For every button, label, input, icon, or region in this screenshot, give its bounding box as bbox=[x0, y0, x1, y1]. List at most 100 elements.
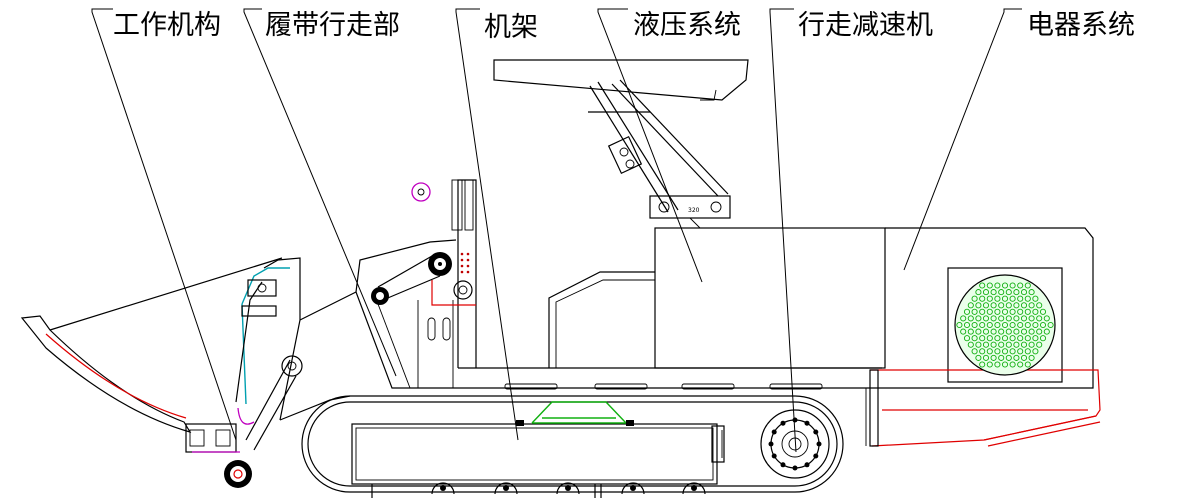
grille-hole bbox=[1005, 302, 1012, 309]
grille-hole bbox=[1017, 348, 1024, 355]
grille-hole bbox=[1032, 321, 1039, 329]
grille-hole bbox=[994, 308, 1001, 315]
grille-hole bbox=[990, 354, 997, 361]
machine-frame bbox=[355, 179, 1094, 390]
leader-frame bbox=[455, 8, 519, 441]
grille-hole bbox=[979, 348, 986, 355]
label-frame: 机架 bbox=[484, 12, 538, 43]
fan-grille bbox=[954, 274, 1056, 376]
grille-hole bbox=[1009, 308, 1016, 315]
grille-hole bbox=[982, 341, 990, 348]
grille-hole bbox=[1039, 335, 1047, 342]
grille-hole bbox=[998, 328, 1005, 335]
label-travel-reducer: 行走减速机 bbox=[798, 10, 933, 41]
grille-hole bbox=[975, 315, 982, 322]
grille-hole bbox=[1028, 341, 1035, 348]
grille-hole bbox=[967, 315, 974, 322]
grille-hole bbox=[998, 302, 1005, 309]
grille-hole bbox=[998, 341, 1005, 348]
grille-hole bbox=[979, 308, 986, 315]
grille-hole bbox=[1020, 289, 1028, 296]
grille-hole bbox=[967, 328, 974, 335]
grille-hole bbox=[1020, 302, 1028, 309]
grille-hole bbox=[1039, 321, 1047, 329]
grille-hole bbox=[979, 295, 986, 302]
front-bucket bbox=[20, 257, 357, 488]
label-electrical-system: 电器系统 bbox=[1027, 10, 1135, 41]
grille-hole bbox=[1005, 289, 1012, 296]
grille-hole bbox=[1032, 308, 1039, 315]
grille-hole bbox=[1017, 295, 1024, 302]
leader-travel-reducer bbox=[769, 8, 797, 453]
grille-hole bbox=[1020, 315, 1028, 322]
grille-hole bbox=[979, 335, 986, 342]
grille-hole bbox=[994, 361, 1001, 368]
grille-hole bbox=[1009, 295, 1016, 302]
leader-crawler-travel-unit bbox=[243, 8, 397, 377]
leader-electrical-system bbox=[903, 8, 1022, 271]
grille-hole bbox=[1043, 328, 1050, 335]
grille-hole bbox=[975, 354, 982, 361]
grille-hole bbox=[967, 302, 974, 309]
grille-hole bbox=[1036, 315, 1043, 322]
grille-hole bbox=[998, 354, 1005, 361]
grille-hole bbox=[963, 308, 971, 315]
grille-hole bbox=[1005, 341, 1012, 348]
grille-hole bbox=[1039, 308, 1047, 315]
grille-hole bbox=[994, 321, 1001, 329]
grille-hole bbox=[1024, 282, 1031, 289]
grille-hole bbox=[1036, 328, 1043, 335]
grille-hole bbox=[1001, 308, 1009, 315]
grille-hole bbox=[1028, 315, 1035, 322]
grille-hole bbox=[971, 295, 978, 302]
grille-hole bbox=[975, 289, 982, 296]
grille-hole bbox=[1020, 354, 1028, 361]
grille-hole bbox=[1013, 341, 1020, 348]
grille-hole bbox=[1028, 302, 1035, 309]
grille-hole bbox=[1024, 308, 1031, 315]
grille-hole bbox=[975, 341, 982, 348]
grille-hole bbox=[975, 302, 982, 309]
grille-hole bbox=[979, 282, 986, 289]
grille-hole bbox=[1036, 302, 1043, 309]
dimension-note: 320 bbox=[688, 207, 700, 214]
grille-hole bbox=[1024, 335, 1031, 342]
grille-hole bbox=[960, 315, 967, 322]
grille-hole bbox=[1028, 354, 1035, 361]
grille-hole bbox=[975, 328, 982, 335]
grille-hole bbox=[960, 328, 967, 335]
grille-hole bbox=[1013, 328, 1020, 335]
grille-hole bbox=[986, 295, 993, 302]
grille-hole bbox=[1001, 361, 1009, 368]
grille-hole bbox=[1001, 321, 1009, 329]
grille-hole bbox=[982, 302, 990, 309]
grille-hole bbox=[979, 321, 986, 329]
grille-hole bbox=[994, 348, 1001, 355]
grille-hole bbox=[982, 315, 990, 322]
grille-hole bbox=[998, 289, 1005, 296]
grille-hole bbox=[986, 321, 993, 329]
grille-hole bbox=[1024, 348, 1031, 355]
grille-hole bbox=[982, 289, 990, 296]
grille-hole bbox=[963, 335, 971, 342]
canopy: 320 bbox=[493, 59, 749, 229]
grille-hole bbox=[1032, 295, 1039, 302]
grille-hole bbox=[979, 361, 986, 368]
label-working-mechanism: 工作机构 bbox=[113, 10, 221, 41]
grille-hole bbox=[1009, 361, 1016, 368]
grille-hole bbox=[986, 308, 993, 315]
grille-hole bbox=[1005, 328, 1012, 335]
grille-hole bbox=[1020, 341, 1028, 348]
grille-hole bbox=[971, 348, 978, 355]
reducer-bolts bbox=[768, 417, 822, 471]
grille-hole bbox=[1009, 335, 1016, 342]
grille-hole bbox=[1028, 328, 1035, 335]
leader-working-mechanism bbox=[91, 8, 237, 441]
grille-hole bbox=[1001, 348, 1009, 355]
grille-hole bbox=[1013, 354, 1020, 361]
grille-hole bbox=[1001, 282, 1009, 289]
leader-lines bbox=[91, 8, 1022, 453]
grille-hole bbox=[1013, 302, 1020, 309]
grille-hole bbox=[1001, 335, 1009, 342]
